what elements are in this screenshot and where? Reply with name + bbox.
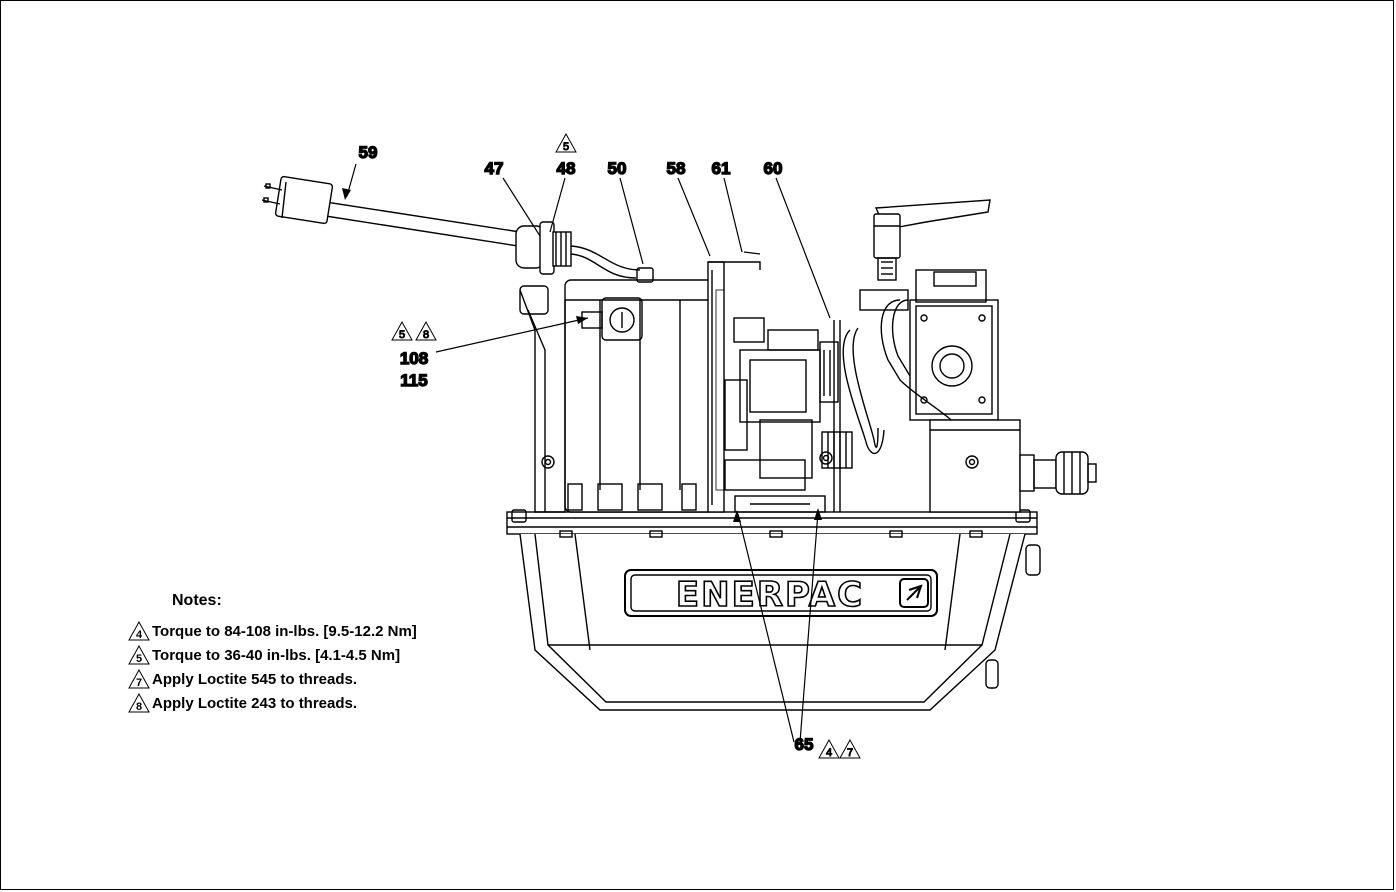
arrowheads: [342, 188, 822, 522]
callout-58: 58: [667, 159, 686, 178]
solenoid-valve-assembly: [724, 317, 853, 513]
flag-triangle-icon: 8: [128, 693, 150, 713]
flag-48: 5: [555, 132, 577, 154]
callout-61: 61: [712, 159, 731, 178]
valve-block: [859, 269, 999, 512]
svg-text:8: 8: [423, 329, 429, 341]
callout-50: 50: [608, 159, 627, 178]
svg-text:7: 7: [136, 677, 142, 689]
note-text: Torque to 84-108 in-lbs. [9.5-12.2 Nm]: [152, 622, 417, 640]
callout-59: 59: [359, 143, 378, 162]
note-item: 4 Torque to 84-108 in-lbs. [9.5-12.2 Nm]: [128, 619, 417, 643]
reservoir-fill-column: [929, 419, 1021, 513]
svg-text:ENERPAC: ENERPAC: [676, 575, 864, 615]
svg-text:5: 5: [136, 653, 142, 665]
svg-text:8: 8: [136, 701, 142, 713]
svg-text:5: 5: [399, 329, 405, 341]
note-item: 5 Torque to 36-40 in-lbs. [4.1-4.5 Nm]: [128, 643, 417, 667]
flag-108-5: 5: [391, 320, 413, 342]
leader-lines: [346, 163, 831, 743]
notes-title: Notes:: [172, 592, 222, 609]
note-text: Torque to 36-40 in-lbs. [4.1-4.5 Nm]: [152, 646, 401, 664]
svg-text:4: 4: [136, 629, 143, 641]
circuit-board: [707, 261, 761, 513]
enerpac-logo: ENERPAC: [624, 569, 938, 617]
outlet-coupler: [1019, 451, 1097, 495]
strain-relief-grommet: [515, 221, 641, 279]
note-text: Apply Loctite 545 to threads.: [152, 670, 358, 688]
svg-text:4: 4: [826, 747, 832, 759]
flag-triangle-icon: 7: [128, 669, 150, 689]
motor-housing: [564, 267, 714, 513]
note-item: 7 Apply Loctite 545 to threads.: [128, 667, 417, 691]
hydraulic-hose: [842, 327, 885, 454]
callout-48: 48: [557, 159, 576, 178]
side-bracket: [519, 285, 566, 513]
flag-108-8: 8: [415, 320, 437, 342]
callout-47: 47: [485, 159, 504, 178]
flag-triangle-icon: 5: [128, 645, 150, 665]
notes-block: Notes: 4 Torque to 84-108 in-lbs. [9.5-1…: [128, 592, 417, 715]
svg-text:7: 7: [847, 747, 853, 759]
flag-65-4: 4: [818, 738, 840, 760]
note-item: 8 Apply Loctite 243 to threads.: [128, 691, 417, 715]
callout-65: 65: [795, 735, 814, 754]
callout-108: 108: [400, 349, 428, 368]
svg-text:5: 5: [563, 141, 569, 153]
flag-65-7: 7: [839, 738, 861, 760]
callout-115: 115: [400, 371, 427, 390]
note-text: Apply Loctite 243 to threads.: [152, 694, 358, 712]
power-cord: [261, 175, 521, 247]
callout-60: 60: [764, 159, 783, 178]
flag-triangle-icon: 4: [128, 621, 150, 641]
release-lever: [873, 199, 991, 281]
